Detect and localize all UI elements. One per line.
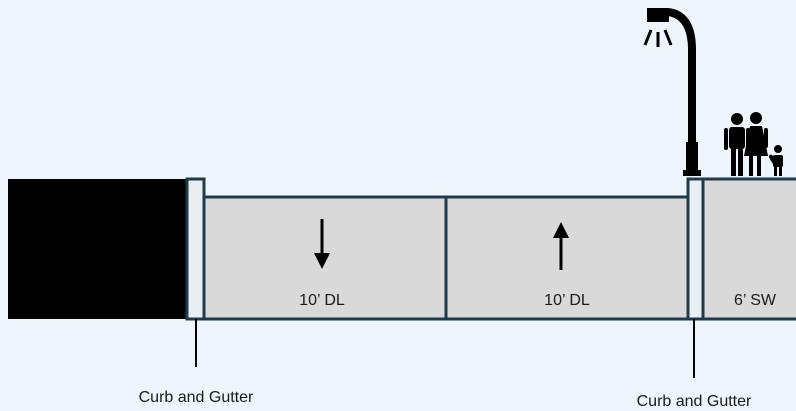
sidewalk — [701, 177, 796, 321]
lane-1-label: 10’ DL — [299, 292, 345, 309]
left-black-block — [8, 179, 188, 319]
right-curb-gutter — [686, 177, 705, 321]
left-curb-label: Curb and Gutter — [139, 389, 254, 406]
arrow-up-icon — [553, 222, 569, 270]
street-light-icon — [643, 8, 701, 176]
right-curb-label: Curb and Gutter — [637, 393, 752, 410]
sidewalk-label: 6’ SW — [734, 292, 777, 309]
lane-2-label: 10’ DL — [544, 292, 590, 309]
left-curb-gutter — [185, 177, 206, 321]
pedestrian-family-icon — [724, 112, 783, 176]
arrow-down-icon — [314, 219, 330, 269]
lane-2-northbound — [444, 195, 691, 321]
